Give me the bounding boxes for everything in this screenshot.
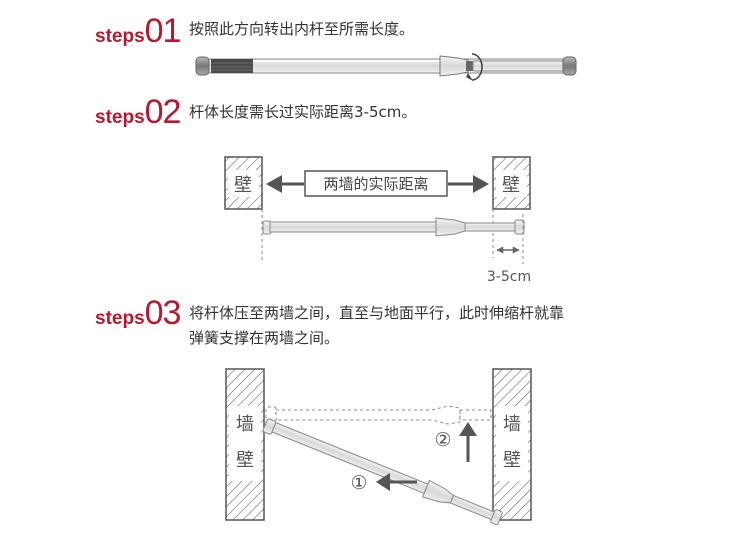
marker-2: ② — [434, 429, 451, 451]
rod-end-cap-right — [562, 56, 577, 76]
extra-length-label: 3-5cm — [487, 269, 531, 285]
install-diagram: 墙 壁 墙 壁 ② ① — [225, 368, 532, 526]
rod-target-outline — [265, 405, 492, 425]
distance-arrow-left-icon — [266, 175, 282, 193]
step-2-line-1: 杆体长度需长过实际距离3-5cm。 — [189, 103, 417, 121]
arrow-left-icon — [376, 473, 390, 491]
rod-grip — [211, 59, 253, 73]
rod-end-cap-left — [195, 56, 210, 76]
marker-1: ① — [350, 472, 367, 494]
rod-joint — [439, 55, 469, 77]
step-2-text: 杆体长度需长过实际距离3-5cm。 — [189, 100, 416, 125]
step-3-label: steps03 — [95, 294, 182, 333]
step-1-line-1: 按照此方向转出内杆至所需长度。 — [189, 20, 415, 38]
wall-right-char: 壁 — [502, 175, 520, 196]
step-3-text: 将杆体压至两墙之间，直至与地面平行，此时伸缩杆就靠 弹簧支撑在两墙之间。 — [189, 301, 564, 351]
step-2-number: 02 — [144, 93, 182, 131]
step-3-prefix: steps — [95, 308, 145, 329]
wall-3-right-char-1: 墙 — [503, 414, 521, 435]
step-3-line-1: 将杆体压至两墙之间，直至与地面平行，此时伸缩杆就靠 — [189, 304, 565, 322]
distance-label-box — [304, 170, 448, 197]
step-2-prefix: steps — [95, 107, 145, 128]
wall-3-right-char-2: 壁 — [503, 450, 521, 471]
step-1-prefix: steps — [95, 26, 145, 47]
step-1-label: steps01 — [95, 12, 182, 51]
rod-diagram-1 — [195, 53, 577, 81]
step-2-label: steps02 — [95, 93, 182, 132]
distance-arrow-right-icon — [473, 175, 489, 193]
measure-diagram: 壁 壁 两墙的实际距离 3-5cm — [224, 156, 531, 285]
step-1-text: 按照此方向转出内杆至所需长度。 — [189, 17, 414, 42]
distance-label: 两墙的实际距离 — [323, 175, 428, 193]
step-1-number: 01 — [144, 12, 182, 50]
wall-3-left-char-2: 壁 — [236, 450, 254, 471]
arrow-up-icon — [459, 422, 477, 436]
wall-left-char: 壁 — [234, 175, 252, 196]
step-3-line-2: 弹簧支撑在两墙之间。 — [189, 329, 340, 347]
rod-lock-ring — [466, 61, 473, 71]
rotation-arrow-icon — [471, 53, 483, 81]
step-3-number: 03 — [144, 294, 182, 332]
wall-3-left-char-1: 墙 — [236, 414, 254, 435]
